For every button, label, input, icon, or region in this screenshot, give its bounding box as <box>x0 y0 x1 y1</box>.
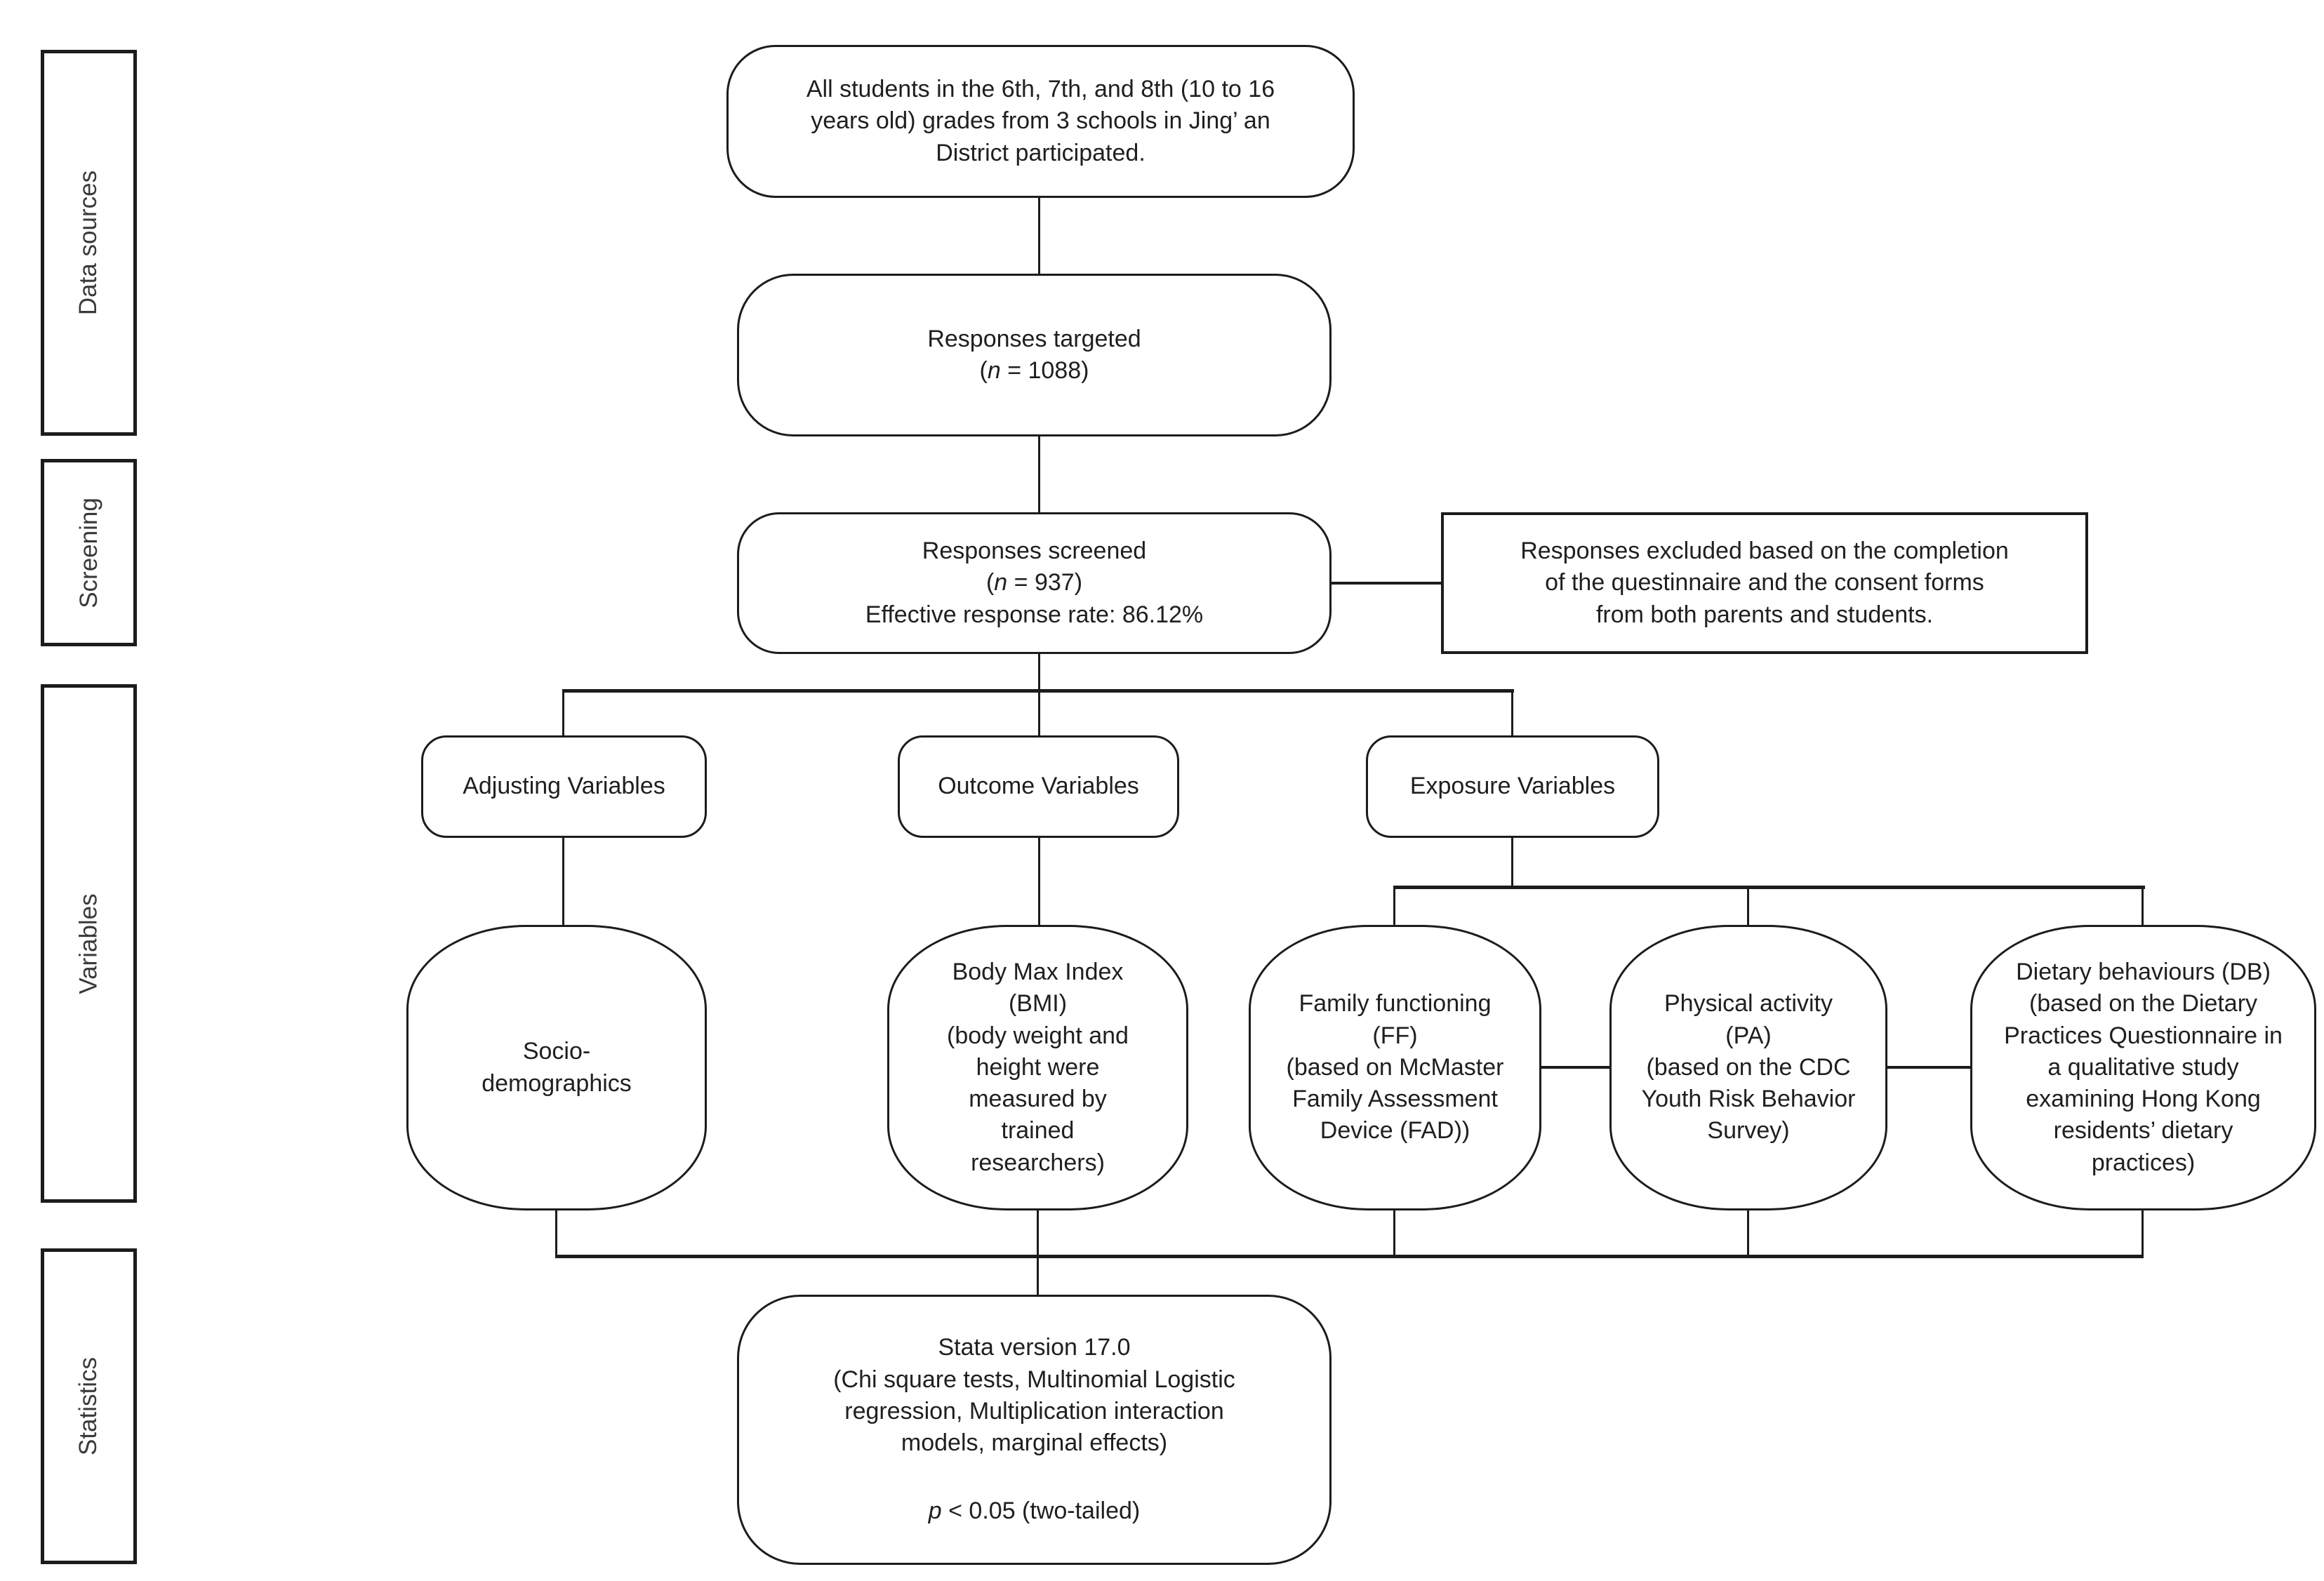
node-responses-screened: Responses screened (n = 937) Effective r… <box>737 512 1332 654</box>
branch-merge-horizontal <box>555 1255 2144 1258</box>
node-responses-screened-rate: Effective response rate: 86.12% <box>865 601 1204 628</box>
branch-exposure-horizontal <box>1393 886 2145 889</box>
lane-variables: Variables <box>41 684 137 1203</box>
lane-variables-label: Variables <box>74 893 102 994</box>
node-stata: Stata version 17.0 (Chi square tests, Mu… <box>737 1295 1332 1565</box>
connector-ff-pa <box>1541 1066 1609 1069</box>
connector-participants-targeted <box>1038 198 1040 274</box>
connector-branch-adjusting <box>562 691 564 738</box>
lane-statistics-label: Statistics <box>74 1356 102 1456</box>
italic-n: n <box>994 569 1008 596</box>
lane-data-sources: Data sources <box>41 50 137 436</box>
node-outcome-variables: Outcome Variables <box>898 735 1179 838</box>
node-responses-targeted: Responses targeted (n = 1088) <box>737 274 1332 436</box>
node-responses-screened-n: (n = 937) <box>985 569 1083 596</box>
node-responses-targeted-n: (n = 1088) <box>979 357 1089 384</box>
node-family-functioning: Family functioning (FF) (based on McMast… <box>1249 925 1541 1210</box>
connector-ff-merge <box>1393 1210 1395 1256</box>
node-family-functioning-text: Family functioning (FF) (based on McMast… <box>1286 990 1504 1145</box>
node-responses-targeted-title: Responses targeted <box>927 325 1141 352</box>
branch-variables-horizontal <box>562 689 1514 693</box>
connector-adjusting-socio <box>562 838 564 925</box>
connector-pa-db <box>1887 1066 1970 1069</box>
connector-branch2-ff <box>1393 888 1395 925</box>
connector-outcome-bmi <box>1038 838 1040 925</box>
connector-merge-stata <box>1037 1257 1039 1295</box>
node-adjusting-variables: Adjusting Variables <box>421 735 707 838</box>
connector-branch-exposure <box>1511 691 1513 738</box>
node-physical-activity-text: Physical activity (PA) (based on the CDC… <box>1641 990 1856 1145</box>
connector-branch2-pa <box>1747 888 1749 925</box>
lane-screening-label: Screening <box>74 497 102 608</box>
connector-branch2-db <box>2142 888 2144 925</box>
node-socio-demographics-text: Socio- demographics <box>482 1038 632 1097</box>
node-exposure-variables: Exposure Variables <box>1366 735 1659 838</box>
node-dietary-behaviours: Dietary behaviours (DB) (based on the Di… <box>1970 925 2316 1210</box>
node-stata-title: Stata version 17.0 <box>938 1334 1131 1361</box>
node-responses-excluded-text: Responses excluded based on the completi… <box>1520 538 2009 628</box>
node-bmi-text: Body Max Index (BMI) (body weight and he… <box>947 959 1129 1176</box>
node-participants-text: All students in the 6th, 7th, and 8th (1… <box>806 76 1275 166</box>
node-exposure-variables-label: Exposure Variables <box>1409 773 1616 800</box>
connector-screened-branch <box>1038 654 1040 691</box>
connector-pa-merge <box>1747 1210 1749 1256</box>
connector-bmi-merge <box>1037 1210 1039 1256</box>
lane-statistics: Statistics <box>41 1248 137 1564</box>
italic-p: p <box>928 1497 942 1525</box>
lane-screening: Screening <box>41 459 137 646</box>
node-physical-activity: Physical activity (PA) (based on the CDC… <box>1609 925 1887 1210</box>
node-adjusting-variables-label: Adjusting Variables <box>463 773 665 800</box>
node-dietary-behaviours-text: Dietary behaviours (DB) (based on the Di… <box>2004 959 2283 1176</box>
connector-socio-merge <box>555 1210 557 1256</box>
node-stata-pvalue: p < 0.05 (two-tailed) <box>928 1497 1141 1525</box>
node-participants: All students in the 6th, 7th, and 8th (1… <box>726 45 1355 198</box>
connector-branch-outcome <box>1038 691 1040 738</box>
lane-data-sources-label: Data sources <box>74 170 102 316</box>
connector-exposure-branch2 <box>1511 838 1513 888</box>
italic-n: n <box>987 357 1001 384</box>
node-socio-demographics: Socio- demographics <box>406 925 707 1210</box>
node-bmi: Body Max Index (BMI) (body weight and he… <box>887 925 1188 1210</box>
node-outcome-variables-label: Outcome Variables <box>938 773 1139 800</box>
connector-targeted-screened <box>1038 436 1040 512</box>
node-responses-screened-title: Responses screened <box>922 538 1147 565</box>
connector-screened-excluded <box>1332 582 1441 585</box>
node-responses-excluded: Responses excluded based on the completi… <box>1441 512 2088 654</box>
node-stata-tests: (Chi square tests, Multinomial Logistic … <box>833 1366 1235 1457</box>
connector-db-merge <box>2142 1210 2144 1256</box>
